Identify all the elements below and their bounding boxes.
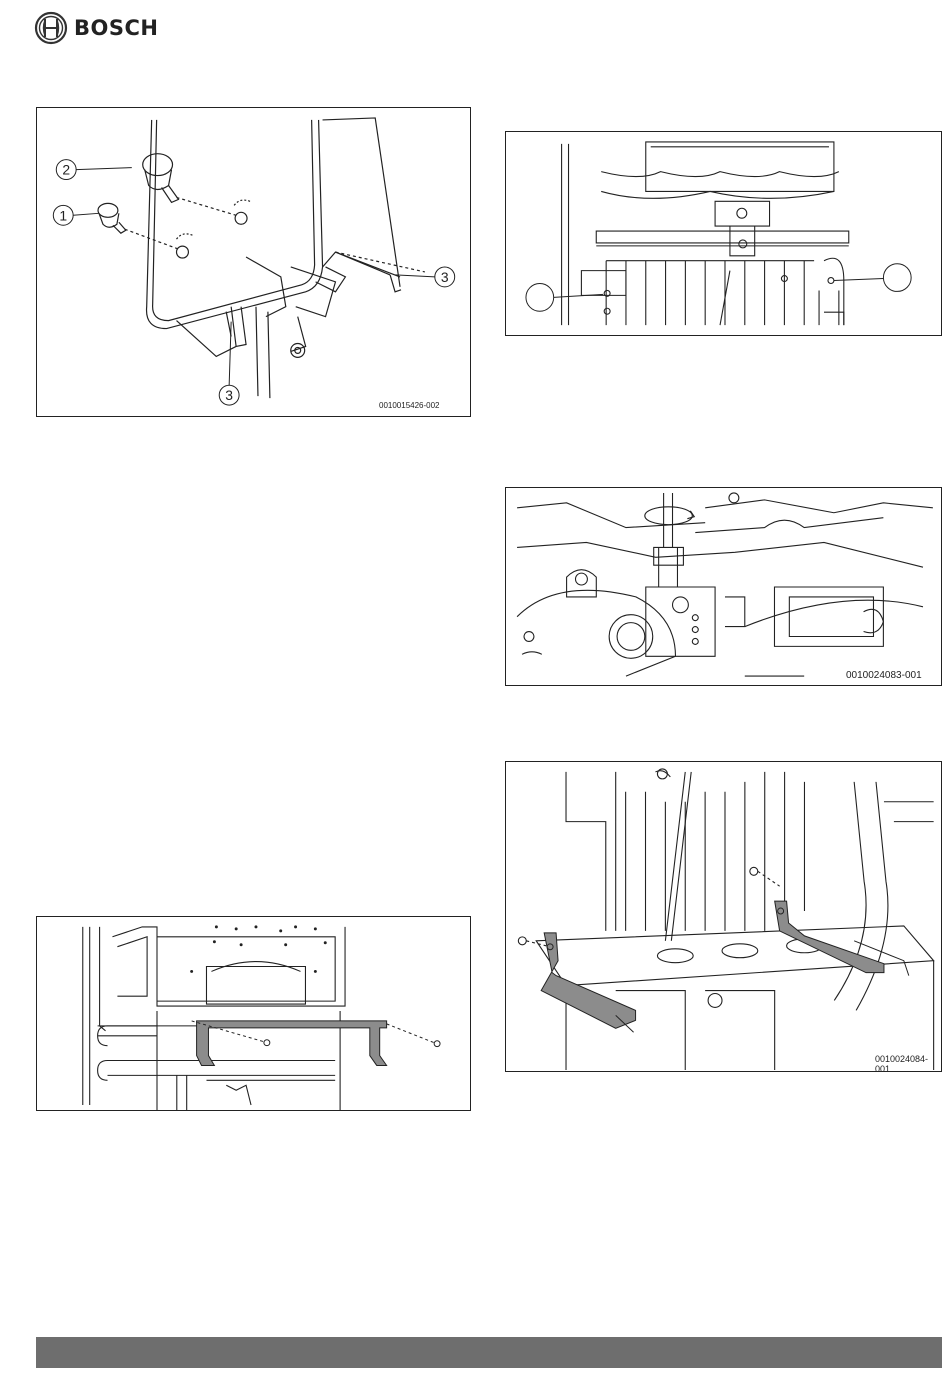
chamber-bracket-drawing: [37, 917, 470, 1110]
figure-id: 0010024084-001: [875, 1054, 941, 1072]
figure-burner-screws: [505, 131, 942, 336]
knob-removal-drawing: 2 1 3 3: [37, 108, 470, 416]
gas-connection-drawing: [506, 488, 941, 685]
callout-label: 1: [59, 207, 67, 223]
callout-label: 3: [225, 387, 233, 403]
bosch-logo: BOSCH: [34, 11, 158, 45]
bosch-armature-logo-icon: [34, 11, 68, 45]
figure-chamber-bracket: [36, 916, 471, 1111]
figure-id: 0010015426-002: [379, 401, 440, 410]
figure-knob-removal: 2 1 3 3 0010015426-002: [36, 107, 471, 417]
footer-bar: [36, 1337, 942, 1368]
burner-brackets-drawing: [506, 762, 941, 1071]
callout-label: 3: [441, 269, 449, 285]
figure-gas-connection: 0010024083-001: [505, 487, 942, 686]
figure-burner-brackets: 0010024084-001: [505, 761, 942, 1072]
burner-screws-drawing: [506, 132, 941, 335]
callout-label: 2: [62, 162, 70, 178]
brand-name: BOSCH: [74, 16, 158, 40]
figure-id: 0010024083-001: [846, 670, 922, 681]
